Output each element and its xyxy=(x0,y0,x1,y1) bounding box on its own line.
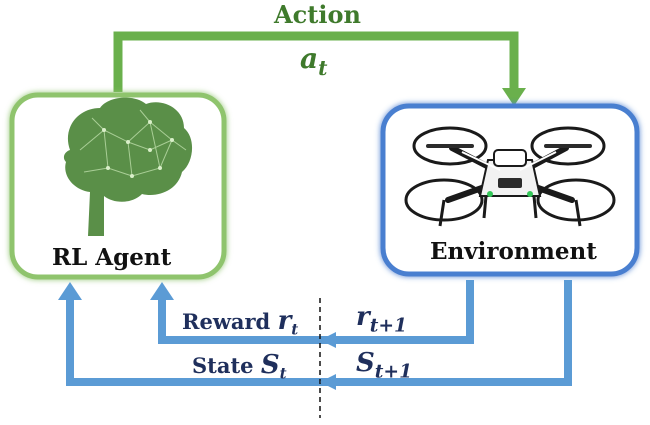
action-symbol-sub: t xyxy=(318,56,328,81)
drone-icon xyxy=(404,126,616,227)
brain-icon xyxy=(63,97,193,236)
action-label: Action xyxy=(274,0,361,29)
action-label-text: Action xyxy=(274,0,361,29)
state-next-label: St+1 xyxy=(356,348,412,383)
action-arrow xyxy=(113,31,526,106)
reward-label: Reward rt xyxy=(182,306,298,338)
reward-divider-arrowhead xyxy=(320,332,336,348)
action-symbol-var: a xyxy=(300,42,319,75)
state-next-sub: t+1 xyxy=(374,360,413,383)
reward-symbol: r xyxy=(277,306,292,336)
state-arrow xyxy=(58,280,572,386)
action-symbol: at xyxy=(300,42,327,80)
state-divider-arrowhead xyxy=(320,374,336,390)
environment-label: Environment xyxy=(430,238,597,265)
state-label-text: State xyxy=(192,353,254,378)
rl-agent-label: RL Agent xyxy=(52,244,171,271)
reward-next-sub: t+1 xyxy=(369,314,408,337)
state-symbol: S xyxy=(260,350,280,380)
reward-arrow xyxy=(150,280,474,344)
state-sub: t xyxy=(279,364,287,383)
rl-agent-label-text: RL Agent xyxy=(52,244,172,271)
reward-label-text: Reward xyxy=(182,309,271,334)
reward-next-symbol: r xyxy=(356,302,370,332)
reward-next-label: rt+1 xyxy=(356,302,407,337)
state-next-symbol: S xyxy=(356,348,375,378)
environment-label-text: Environment xyxy=(430,238,597,265)
reward-sub: t xyxy=(291,320,299,339)
state-label: State St xyxy=(192,350,287,382)
